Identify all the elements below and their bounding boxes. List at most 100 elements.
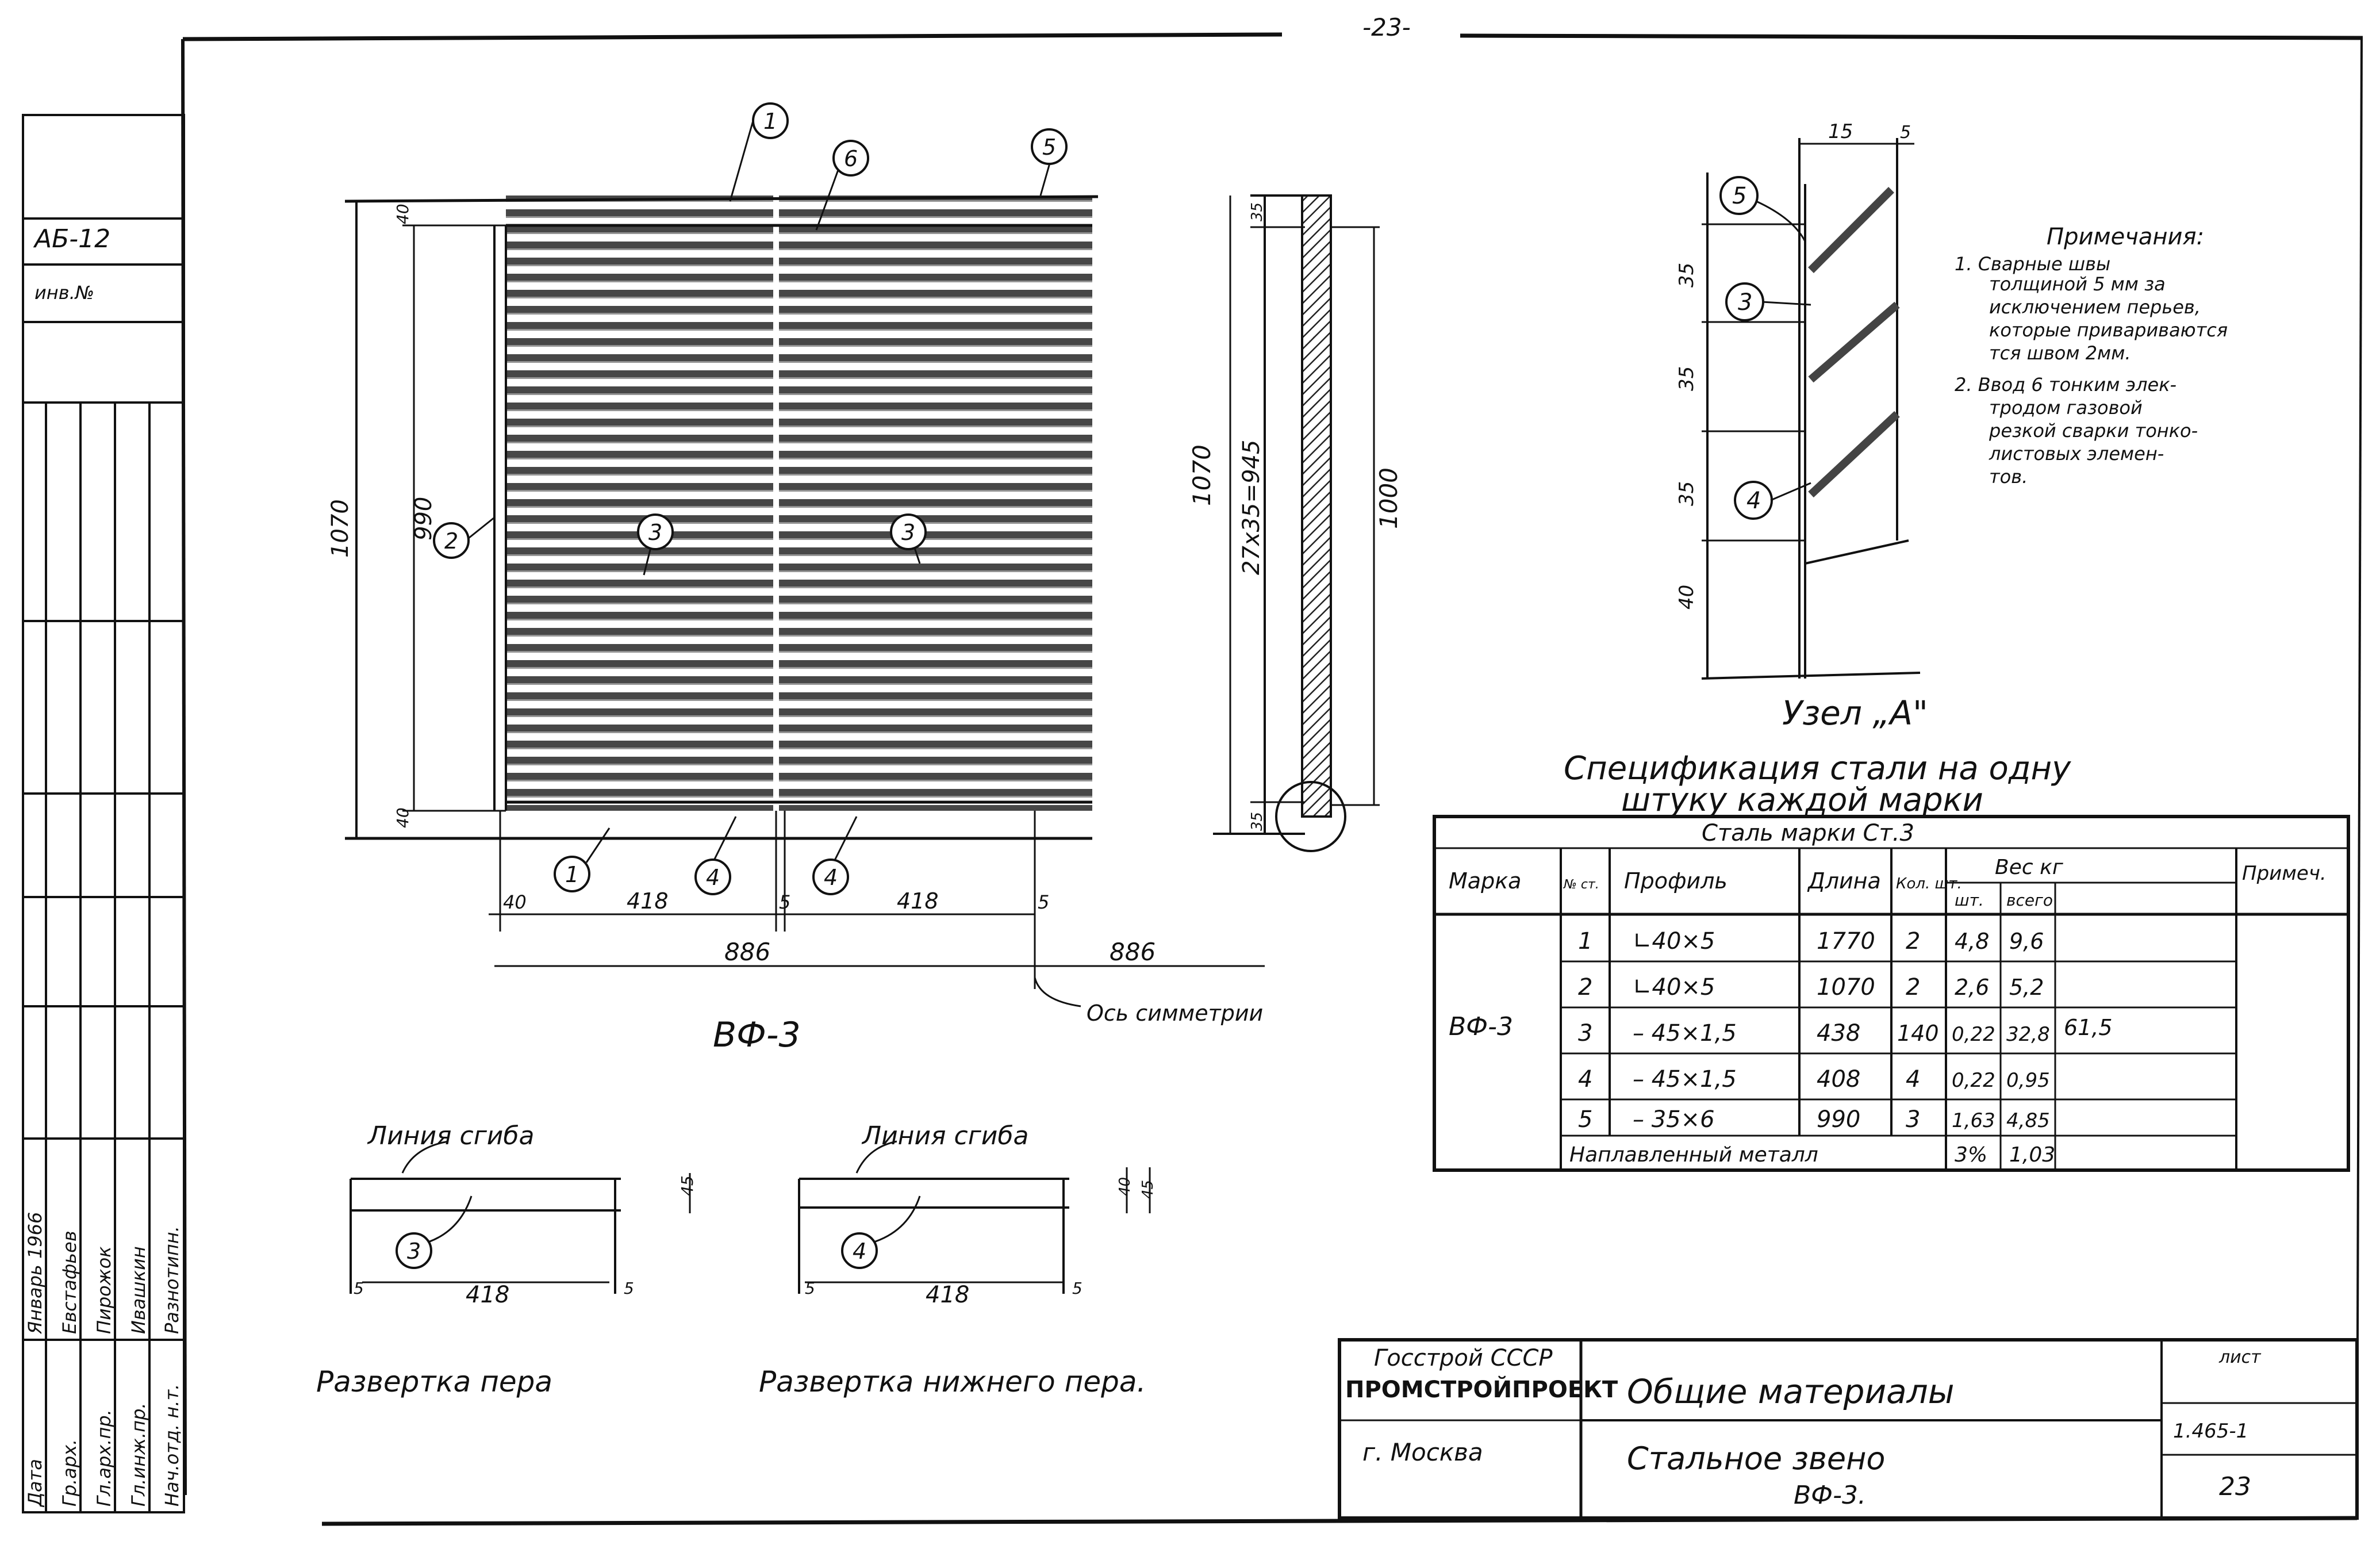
title-main: Общие материалы xyxy=(1627,1372,1955,1411)
svg-text:140: 140 xyxy=(1897,1021,1939,1046)
stamp-row-1-name: Ивашкин xyxy=(128,1246,149,1334)
mark-1-top: 1 xyxy=(763,109,777,134)
spec-table-grid xyxy=(1433,815,2350,1172)
spec-mark-value: ВФ-3 xyxy=(1449,1012,1513,1041)
spec-weld-row: Наплавленный металл 3% 1,03 xyxy=(1569,1143,2055,1167)
dev2-dim-w: 418 xyxy=(926,1282,969,1308)
spec-header-mark: Марка xyxy=(1449,868,1521,894)
svg-text:2: 2 xyxy=(1578,974,1592,1001)
title-sub1: Стальное звено xyxy=(1627,1440,1885,1477)
notes-title: Примечания: xyxy=(2047,224,2204,250)
side-dim-outer: 1070 xyxy=(1188,444,1216,506)
side-dim-top: 35 xyxy=(1249,202,1266,221)
dim-gap: 5 xyxy=(779,891,790,913)
svg-text:– 35×6: – 35×6 xyxy=(1633,1106,1715,1133)
dim-bottom: 40 xyxy=(393,807,412,828)
dim-left-edge: 40 xyxy=(503,891,527,913)
title-sheet-label: лист xyxy=(2218,1347,2262,1367)
dev1-dim-w: 418 xyxy=(466,1282,509,1308)
note-line-8: листовых элемен- xyxy=(1989,443,2164,465)
mark-2-left: 2 xyxy=(444,528,458,554)
stamp-row-0-role: Нач.отд. н.т. xyxy=(161,1384,183,1507)
node-dim-row2: 35 xyxy=(1675,366,1698,391)
spec-row-1: 1 ∟40×5 1770 2 4,8 9,6 xyxy=(1578,928,2044,955)
svg-text:408: 408 xyxy=(1817,1066,1860,1093)
svg-text:∟40×5: ∟40×5 xyxy=(1633,974,1715,1001)
node-mark-5: 5 xyxy=(1732,183,1746,209)
svg-text:0,22: 0,22 xyxy=(1952,1023,1995,1046)
note-line-0: 1. Сварные швы xyxy=(1955,253,2110,275)
svg-text:Наплавленный металл: Наплавленный металл xyxy=(1569,1143,1818,1167)
dev1-title: Развертка пера xyxy=(316,1365,552,1398)
dim-half-width-right: 886 xyxy=(1110,938,1156,966)
spec-header-profile: Профиль xyxy=(1624,868,1728,894)
node-mark-3: 3 xyxy=(1738,289,1752,316)
svg-text:3: 3 xyxy=(1578,1020,1592,1047)
note-line-9: тов. xyxy=(1989,466,2028,488)
dim-panel-w1: 418 xyxy=(627,888,669,914)
spec-total-weight: 61,5 xyxy=(2064,1015,2113,1040)
spec-row-3: 3 – 45×1,5 438 140 0,22 32,8 xyxy=(1578,1020,2050,1047)
spec-header-pos: № ст. xyxy=(1563,877,1599,892)
side-dim-bottom: 35 xyxy=(1249,812,1266,831)
svg-text:1,03: 1,03 xyxy=(2009,1143,2055,1167)
mark-4-bottom-left: 4 xyxy=(706,865,720,890)
svg-text:4,85: 4,85 xyxy=(2006,1109,2050,1132)
node-dim-top: 15 xyxy=(1828,120,1853,143)
dim-right-edge: 5 xyxy=(1038,891,1049,913)
stamp-row-3-role: Гр.арх. xyxy=(59,1439,80,1507)
spec-row-2: 2 ∟40×5 1070 2 2,6 5,2 xyxy=(1578,974,2044,1001)
spec-header-w-one: шт. xyxy=(1955,891,1984,910)
title-org2: ПРОМСТРОЙПРОЕКТ xyxy=(1345,1375,1618,1403)
title-sub2: ВФ-3. xyxy=(1794,1481,1866,1510)
mark-3-left: 3 xyxy=(648,520,662,545)
spec-title-2: штуку каждой марки xyxy=(1621,781,1983,819)
spec-header-qty: Кол. шт. xyxy=(1896,875,1962,892)
stamp-inv: инв.№ xyxy=(34,282,94,304)
spec-row-4: 4 – 45×1,5 408 4 0,22 0,95 xyxy=(1578,1066,2050,1093)
stamp-row-2-name: Пирожок xyxy=(93,1246,115,1334)
stamp-row-4-name: Январь 1966 xyxy=(24,1212,46,1335)
spec-header-weight: Вес кг xyxy=(1995,856,2064,879)
svg-text:2: 2 xyxy=(1906,928,1920,955)
note-line-1: толщиной 5 мм за xyxy=(1989,273,2166,295)
left-stamp-grid xyxy=(22,114,185,1513)
stamp-code: АБ-12 xyxy=(33,224,110,254)
title-block-grid xyxy=(1338,1338,2359,1520)
node-dim-row4: 40 xyxy=(1675,585,1698,610)
dev1-dim-l: 5 xyxy=(354,1279,364,1298)
stamp-row-2-role: Гл.арх.пр. xyxy=(93,1409,115,1507)
node-mark-4: 4 xyxy=(1746,488,1761,514)
node-dim-row3: 35 xyxy=(1675,481,1698,506)
dev2-title: Развертка нижнего пера. xyxy=(759,1365,1146,1398)
dev1-mark: 3 xyxy=(407,1239,421,1264)
spec-header-length: Длина xyxy=(1807,868,1881,894)
mark-3-right: 3 xyxy=(901,520,915,545)
note-line-3: которые привариваются xyxy=(1989,319,2228,341)
spec-header-w-all: всего xyxy=(2006,891,2053,910)
dev1-dim-h: 45 xyxy=(678,1175,697,1196)
stamp-row-0-name: Разнотипн. xyxy=(161,1226,183,1334)
sheet-number: -23- xyxy=(1362,13,1411,41)
title-series: 1.465-1 xyxy=(2173,1420,2248,1443)
side-dim-length: 1000 xyxy=(1375,467,1403,529)
dev2-bend-label: Линия сгиба xyxy=(861,1121,1029,1151)
svg-text:3%: 3% xyxy=(1955,1143,1987,1167)
mark-4-bottom-right: 4 xyxy=(824,865,838,890)
stamp-row-3-name: Евстафьев xyxy=(59,1231,80,1334)
note-line-6: тродом газовой xyxy=(1989,397,2143,419)
dim-height-inner: 990 xyxy=(410,497,437,541)
svg-text:∟40×5: ∟40×5 xyxy=(1633,928,1715,955)
node-dim-row1: 35 xyxy=(1675,263,1698,288)
development-2 xyxy=(798,1140,1151,1294)
svg-text:2: 2 xyxy=(1906,974,1920,1001)
stamp-row-1-role: Гл.инж.пр. xyxy=(128,1402,149,1507)
svg-text:990: 990 xyxy=(1817,1106,1860,1133)
main-view xyxy=(344,102,1265,1007)
dev2-mark: 4 xyxy=(853,1239,866,1264)
svg-text:2,6: 2,6 xyxy=(1955,975,1989,1000)
side-dim-pitch: 27x35=945 xyxy=(1238,440,1265,575)
notes: Примечания: 1. Сварные швы толщиной 5 мм… xyxy=(1955,224,2228,488)
mark-1-bottom: 1 xyxy=(565,862,579,887)
